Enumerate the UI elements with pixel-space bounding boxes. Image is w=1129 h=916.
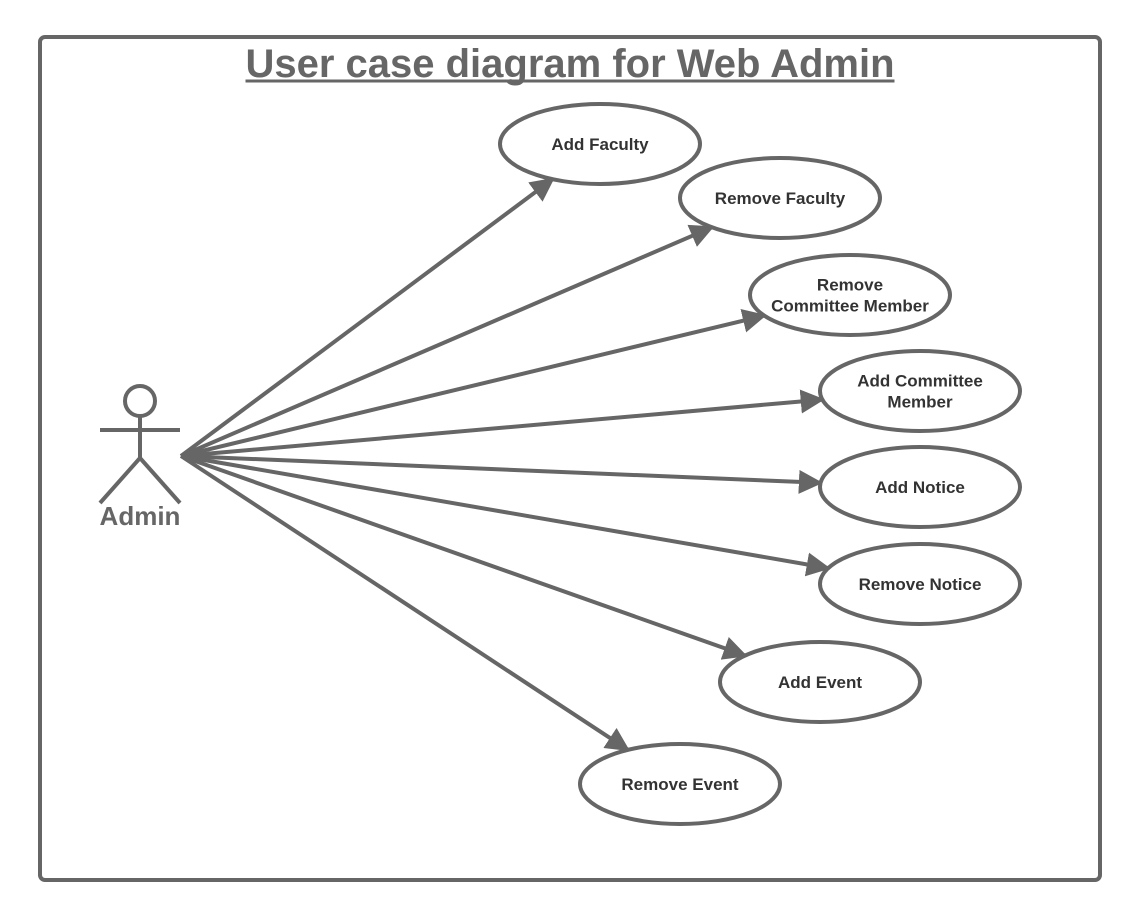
use-case-add-faculty[interactable]: Add Faculty [498,102,702,186]
use-case-ellipse [578,742,782,826]
association-remove-notice [180,454,831,577]
use-case-label: Member [887,393,953,412]
actor-label: Admin [100,501,181,531]
diagram-title: User case diagram for Web Admin [245,42,894,86]
use-case-ellipse [678,156,882,240]
use-case-remove-event[interactable]: Remove Event [578,742,782,826]
use-case-label: Add Event [778,673,862,692]
use-case-label: Remove Event [621,775,738,794]
association-remove-committee-member [180,308,767,458]
use-case-ellipse [748,253,952,337]
actor-left-leg [98,456,142,505]
use-case-add-notice[interactable]: Add Notice [818,445,1022,529]
use-case-ellipse [498,102,702,186]
use-case-label: Add Committee [857,372,983,391]
use-case-remove-faculty[interactable]: Remove Faculty [678,156,882,240]
use-case-ellipse [818,445,1022,529]
association-remove-faculty [180,224,715,458]
use-case-label: Add Faculty [551,135,649,154]
association-add-committee-member [180,389,825,458]
association-add-notice [180,454,823,494]
use-case-remove-notice[interactable]: Remove Notice [818,542,1022,626]
association-add-faculty [179,177,555,458]
use-case-label: Remove Notice [859,575,982,594]
association-lines [179,177,831,752]
actor-right-leg [138,456,182,505]
use-case-ellipse [818,349,1022,433]
association-remove-event [179,454,631,752]
use-case-add-event[interactable]: Add Event [718,640,922,724]
association-add-event [180,454,748,660]
use-case-label: Remove [817,276,883,295]
use-case-label: Committee Member [771,297,929,316]
actor-admin[interactable]: Admin [98,384,182,531]
use-case-label: Add Notice [875,478,965,497]
use-case-ellipse [718,640,922,724]
use-case-ellipse [818,542,1022,626]
use-case-label: Remove Faculty [715,189,846,208]
